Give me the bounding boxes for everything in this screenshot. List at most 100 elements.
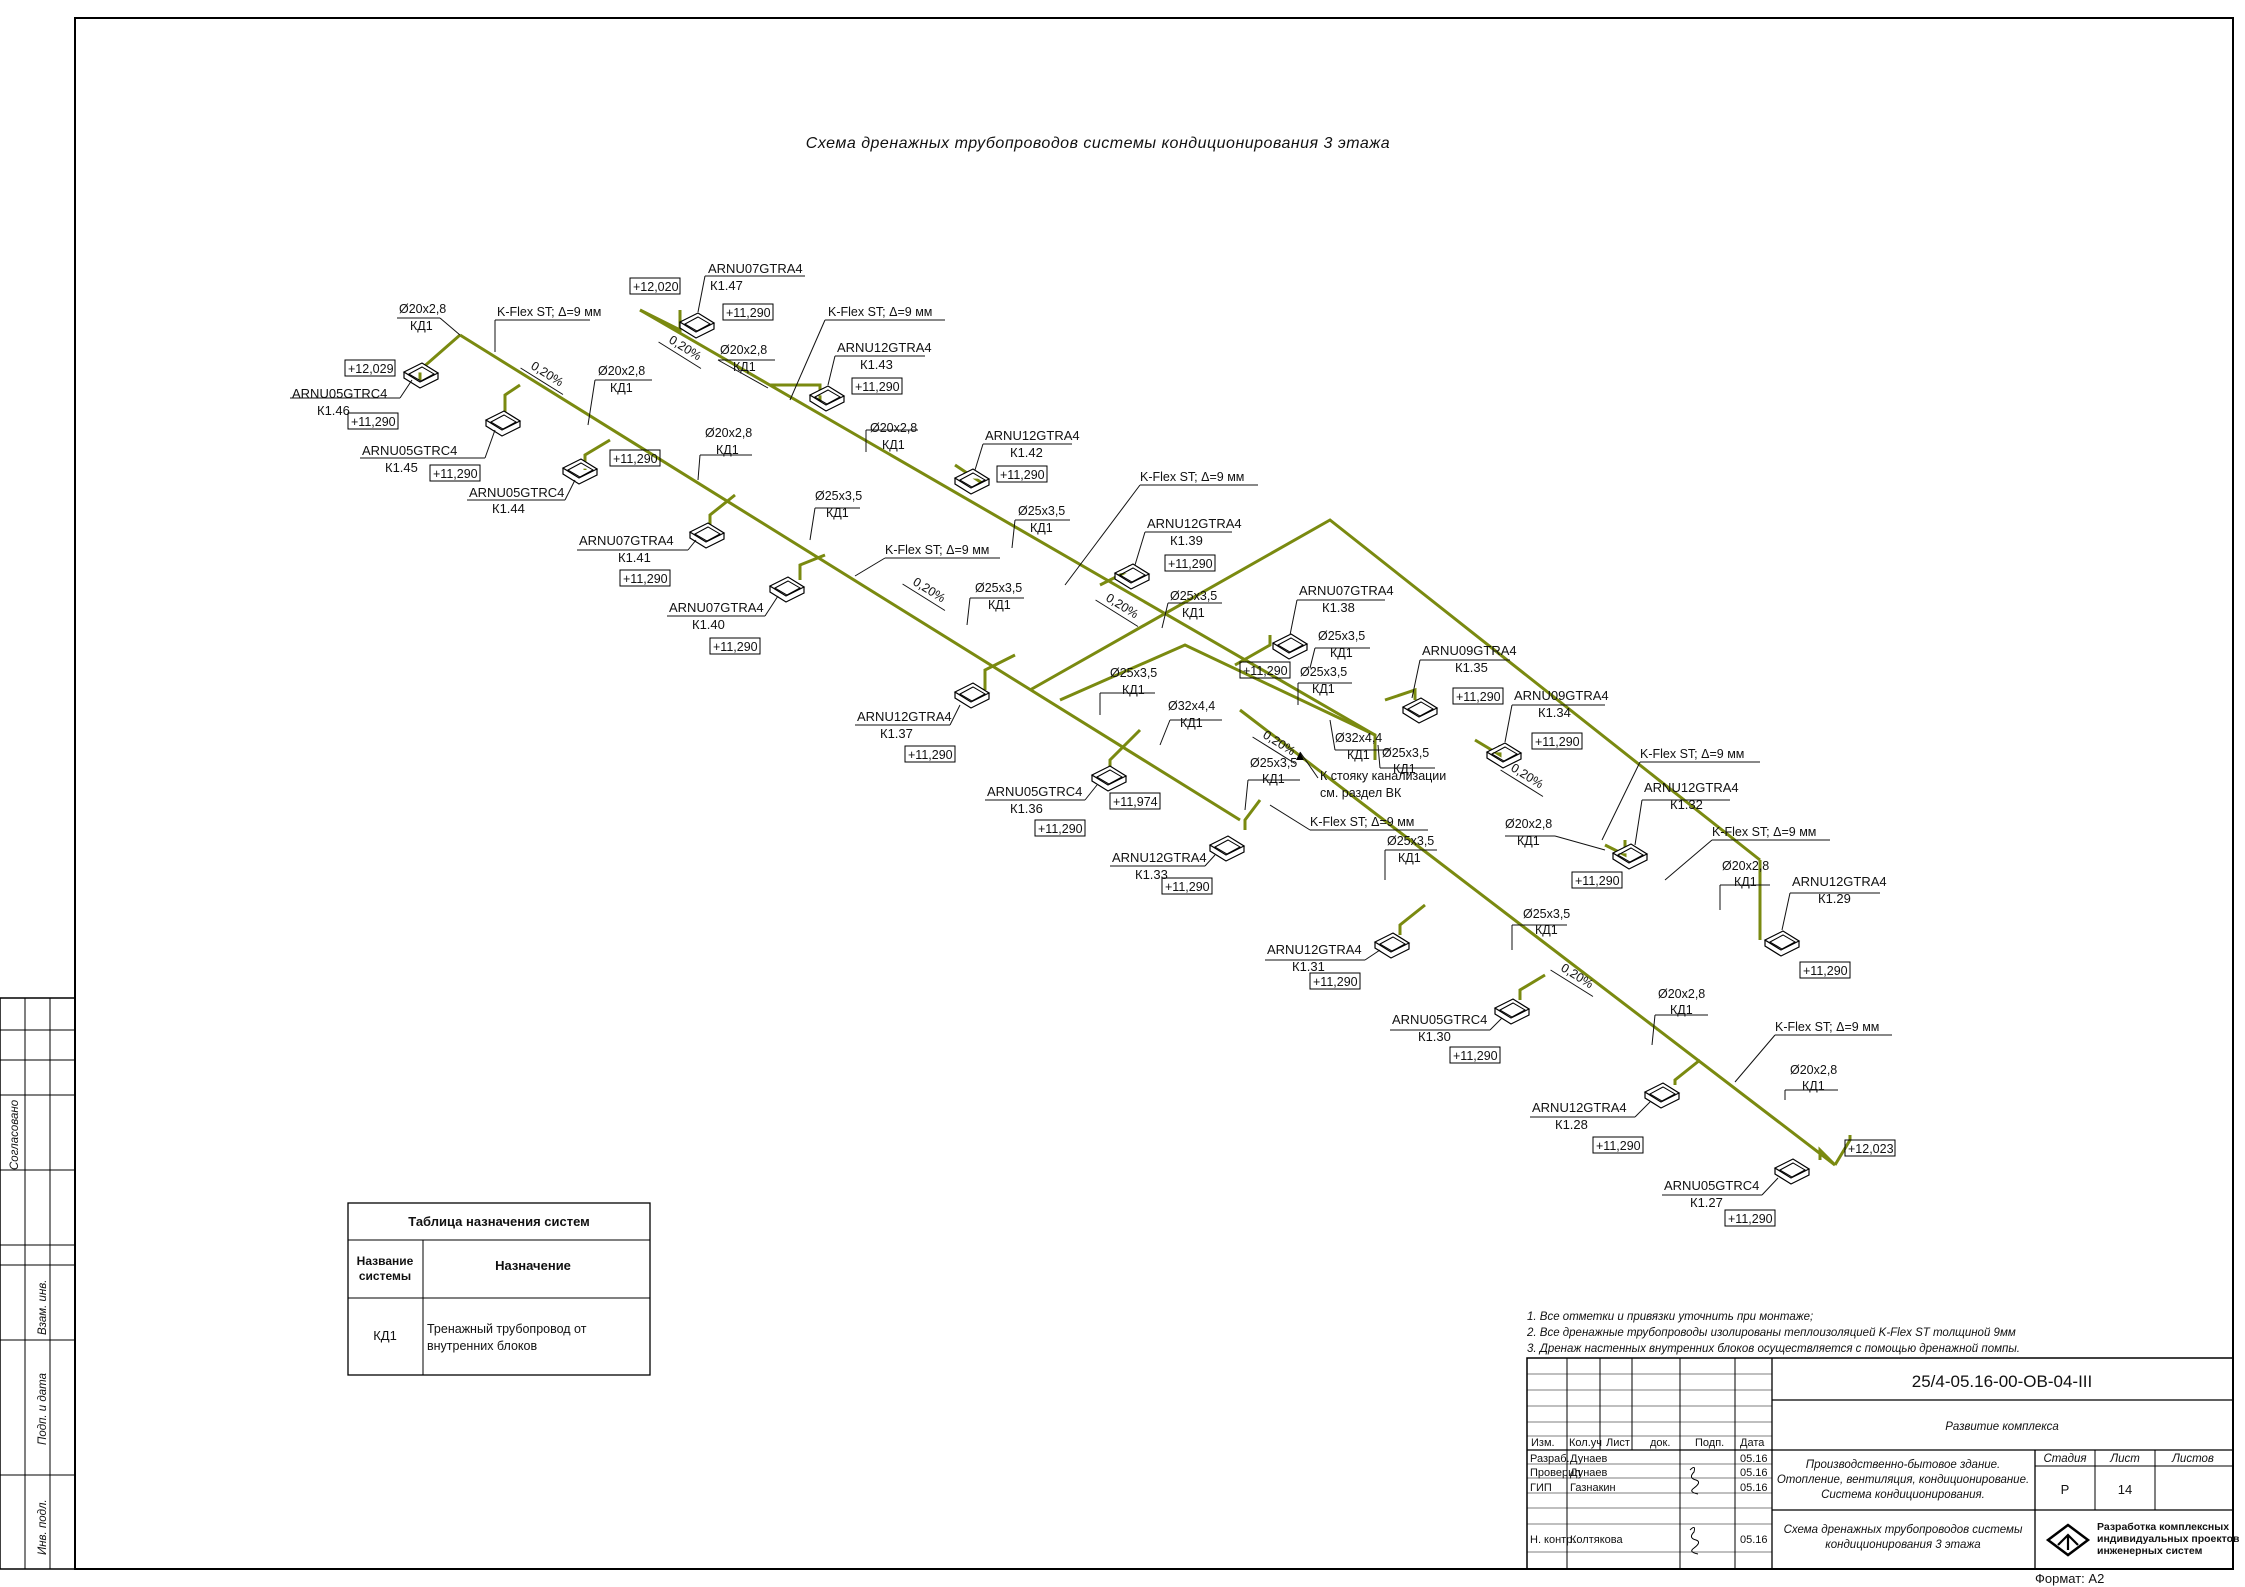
unit-elev: +11,290 bbox=[613, 452, 658, 466]
unit-labels: ARNU05GTRC4 К1.46 +11,290 ARNU05GTRC4 К1… bbox=[290, 261, 1887, 1227]
unit-id: К1.33 bbox=[1135, 867, 1168, 882]
stamp-col-doc: док. bbox=[1650, 1437, 1670, 1449]
legend-table: Таблица назначения систем Название систе… bbox=[347, 1202, 651, 1376]
stamp-role: Проверил bbox=[1530, 1467, 1581, 1479]
pipe-k128 bbox=[1673, 1058, 1701, 1085]
unit-id: К1.28 bbox=[1555, 1117, 1588, 1132]
svg-text:КД1: КД1 bbox=[826, 506, 849, 520]
unit-elev: +11,290 bbox=[1000, 468, 1045, 482]
unit-model: ARNU09GTRA4 bbox=[1422, 643, 1517, 658]
unit-k127 bbox=[1773, 1158, 1811, 1185]
svg-text:К стояку канализации: К стояку канализации bbox=[1320, 769, 1446, 783]
pipe-k140 bbox=[798, 553, 826, 580]
pipe-k146 bbox=[418, 333, 461, 380]
unit-elev: +11,290 bbox=[1803, 964, 1848, 978]
unit-elev: +11,290 bbox=[1596, 1139, 1641, 1153]
stamp-sheet-title-2: кондиционирования 3 этажа bbox=[1825, 1539, 1980, 1551]
extra-elevations: +12,029 +12,020 +11,974 +12,023 bbox=[344, 277, 1896, 1157]
stamp-name: Дунаев bbox=[1570, 1453, 1608, 1465]
unit-id: К1.37 bbox=[880, 726, 913, 741]
svg-text:K-Flex ST; Δ=9 мм: K-Flex ST; Δ=9 мм bbox=[1310, 815, 1414, 829]
svg-text:K-Flex ST; Δ=9 мм: K-Flex ST; Δ=9 мм bbox=[497, 305, 601, 319]
unit-elev: +11,290 bbox=[1575, 874, 1620, 888]
unit-elev: +11,290 bbox=[1243, 664, 1288, 678]
unit-model: ARNU07GTRA4 bbox=[579, 533, 674, 548]
unit-model: ARNU12GTRA4 bbox=[837, 340, 932, 355]
svg-text:Ø20x2,8: Ø20x2,8 bbox=[720, 343, 767, 357]
unit-model: ARNU12GTRA4 bbox=[1532, 1100, 1627, 1115]
signature-mark bbox=[1689, 1466, 1700, 1495]
drain-pipes bbox=[418, 308, 1852, 1167]
stamp-building-1: Производственно-бытовое здание. bbox=[1806, 1459, 2001, 1471]
unit-model: ARNU07GTRA4 bbox=[708, 261, 803, 276]
svg-text:Ø25x3,5: Ø25x3,5 bbox=[1318, 629, 1365, 643]
pipe-k132 bbox=[1604, 840, 1627, 858]
svg-text:КД1: КД1 bbox=[1734, 875, 1757, 889]
pipe-k130 bbox=[1518, 973, 1546, 1000]
stamp-col-list: Лист bbox=[1606, 1437, 1630, 1449]
unit-model: ARNU05GTRC4 bbox=[987, 784, 1082, 799]
stamp-role: ГИП bbox=[1530, 1482, 1552, 1494]
svg-text:Ø25x3,5: Ø25x3,5 bbox=[1387, 834, 1434, 848]
stamp-name: Дунаев bbox=[1570, 1467, 1608, 1479]
unit-id: К1.46 bbox=[317, 403, 350, 418]
unit-k136 bbox=[1090, 765, 1128, 792]
title-block: 25/4-05.16-00-ОВ-04-III Развитие комплек… bbox=[1526, 1357, 2240, 1570]
unit-id: К1.44 bbox=[492, 501, 525, 516]
svg-text:КД1: КД1 bbox=[988, 598, 1011, 612]
indoor-units bbox=[402, 312, 1811, 1185]
svg-text:КД1: КД1 bbox=[733, 360, 756, 374]
svg-text:Ø20x2,8: Ø20x2,8 bbox=[705, 426, 752, 440]
stamp-date: 05.16 bbox=[1740, 1467, 1768, 1479]
stamp-date: 05.16 bbox=[1740, 1453, 1768, 1465]
unit-k130 bbox=[1493, 998, 1531, 1025]
svg-text:Ø20x2,8: Ø20x2,8 bbox=[399, 302, 446, 316]
svg-text:Ø32x4,4: Ø32x4,4 bbox=[1335, 731, 1382, 745]
svg-text:КД1: КД1 bbox=[1517, 834, 1540, 848]
unit-id: К1.41 bbox=[618, 550, 651, 565]
legend-code: КД1 bbox=[373, 1328, 397, 1343]
unit-k140 bbox=[768, 576, 806, 603]
svg-text:КД1: КД1 bbox=[1802, 1079, 1825, 1093]
svg-text:Ø25x3,5: Ø25x3,5 bbox=[975, 581, 1022, 595]
note-2: 2. Все дренажные трубопроводы изолирован… bbox=[1526, 1327, 2016, 1339]
riser-note: К стояку канализации см. раздел ВК bbox=[1296, 751, 1446, 800]
stamp-col-kol: Кол.уч bbox=[1569, 1437, 1602, 1449]
unit-k145 bbox=[484, 410, 522, 437]
unit-id: К1.43 bbox=[860, 357, 893, 372]
signature-mark bbox=[1689, 1526, 1700, 1555]
unit-model: ARNU12GTRA4 bbox=[1147, 516, 1242, 531]
stamp-col-sign: Подп. bbox=[1695, 1437, 1724, 1449]
stamp-sheets-head: Листов bbox=[2171, 1453, 2214, 1465]
svg-text:КД1: КД1 bbox=[1312, 682, 1335, 696]
pipe-k133 bbox=[1243, 799, 1262, 830]
unit-id: К1.34 bbox=[1538, 705, 1571, 720]
svg-text:КД1: КД1 bbox=[1182, 606, 1205, 620]
unit-k139 bbox=[1113, 563, 1151, 590]
unit-elev: +11,290 bbox=[713, 640, 758, 654]
unit-k142 bbox=[953, 468, 991, 495]
stamp-stage-head: Стадия bbox=[2043, 1453, 2086, 1465]
svg-text:K-Flex ST; Δ=9 мм: K-Flex ST; Δ=9 мм bbox=[828, 305, 932, 319]
unit-model: ARNU07GTRA4 bbox=[669, 600, 764, 615]
unit-k132 bbox=[1611, 843, 1649, 870]
svg-text:см. раздел ВК: см. раздел ВК bbox=[1320, 786, 1402, 800]
unit-k138 bbox=[1271, 633, 1309, 660]
legend-col2: Назначение bbox=[495, 1258, 571, 1273]
unit-k135 bbox=[1401, 697, 1439, 724]
side-label-agreed: Согласовано bbox=[9, 1099, 21, 1170]
unit-k137 bbox=[953, 682, 991, 709]
insulation-labels: K-Flex ST; Δ=9 мм K-Flex ST; Δ=9 мм K-Fl… bbox=[494, 305, 1892, 1083]
unit-elev: +11,290 bbox=[1168, 557, 1213, 571]
elev-12029: +12,029 bbox=[348, 362, 394, 376]
legend-col1-a: Название bbox=[357, 1254, 414, 1268]
